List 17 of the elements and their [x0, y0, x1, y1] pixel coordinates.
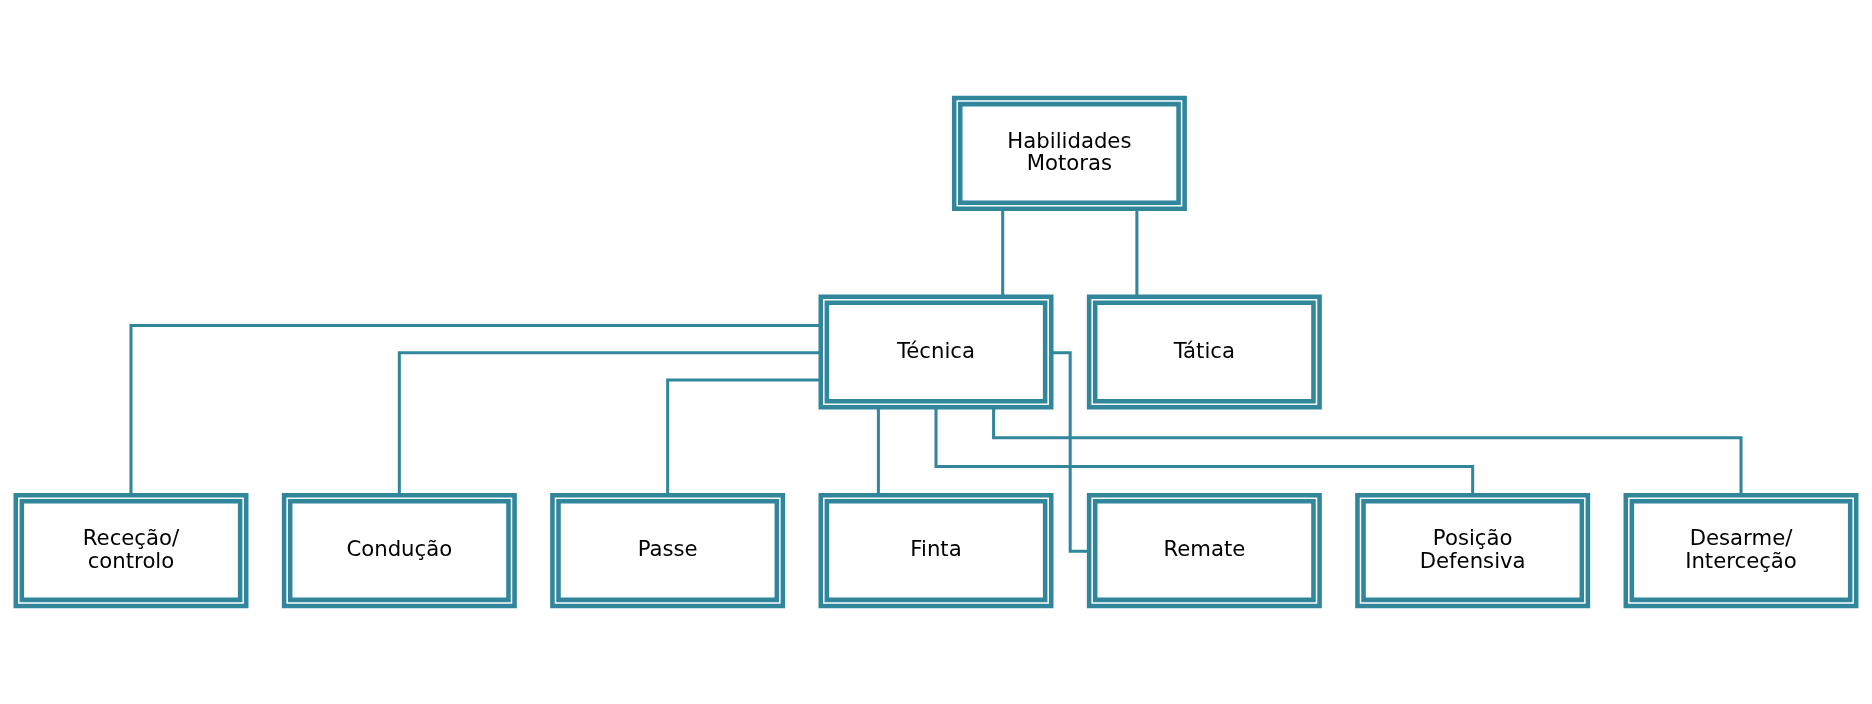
connector [876, 407, 880, 496]
node-box: Remate [1086, 493, 1322, 609]
node-box: Posição Defensiva [1355, 493, 1591, 609]
connector [1001, 209, 1005, 297]
connector [129, 323, 821, 495]
connector [397, 351, 821, 495]
node-box: Técnica [818, 294, 1054, 410]
node-box: Desarme/ Interceção [1623, 493, 1859, 609]
node-box: Passe [550, 493, 786, 609]
connector [1135, 209, 1139, 297]
node-box: Habilidades Motoras [951, 95, 1187, 211]
connector [1051, 351, 1089, 553]
node-box: Receção/ controlo [13, 493, 249, 609]
node-box: Finta [818, 493, 1054, 609]
node-box: Condução [281, 493, 517, 609]
connector [666, 378, 821, 496]
node-box: Tática [1086, 294, 1322, 410]
